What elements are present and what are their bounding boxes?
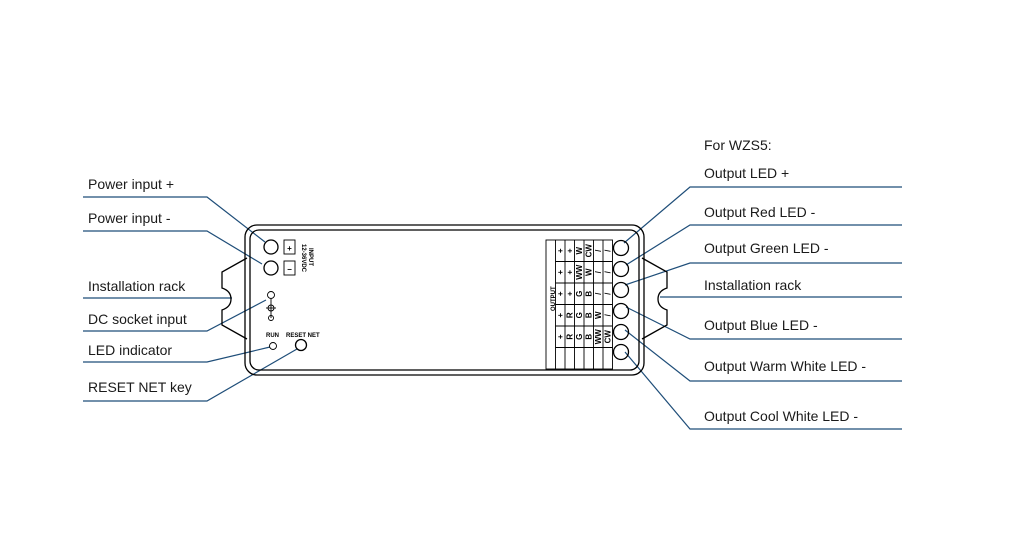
output-table-cell: + xyxy=(556,313,565,318)
output-table-cell: + xyxy=(565,291,574,296)
terminal-power-plus xyxy=(263,239,279,255)
label-output-led-plus: Output LED + xyxy=(704,165,789,181)
output-table-cell: + xyxy=(556,291,565,296)
terminal-output-warm-white xyxy=(612,323,630,341)
output-table-cell: W xyxy=(584,268,593,276)
led-indicator-icon xyxy=(269,342,277,350)
output-table-cell: WW xyxy=(594,329,603,345)
output-table-cell: / xyxy=(603,249,612,252)
output-table-cell: R xyxy=(565,334,574,340)
output-table-cell: + xyxy=(556,334,565,339)
dc-socket-icon xyxy=(267,291,275,299)
mounting-ear-right xyxy=(641,257,668,340)
dc-socket-base xyxy=(268,315,274,321)
reset-net-text: RESET NET xyxy=(286,333,320,339)
leader-dc-socket-input xyxy=(83,299,267,332)
label-reset-net-key: RESET NET key xyxy=(88,379,192,395)
mounting-ear-left xyxy=(221,257,248,340)
polarity-minus-box xyxy=(283,260,296,276)
output-table-cell: W xyxy=(594,311,603,319)
terminal-output-green xyxy=(612,281,630,299)
controller-casing-inner xyxy=(249,229,640,371)
leader-output-red xyxy=(625,224,902,266)
output-table-cell: / xyxy=(594,292,603,295)
label-output-cool-white: Output Cool White LED - xyxy=(704,408,858,424)
polarity-plus-sign: + xyxy=(287,244,292,253)
output-table-cell: R xyxy=(565,312,574,318)
output-text-group: OUTPUT xyxy=(551,286,557,311)
label-for-wzs5: For WZS5: xyxy=(704,137,772,153)
terminal-output-blue xyxy=(612,302,630,320)
label-dc-socket-input: DC socket input xyxy=(88,311,187,327)
output-table-cell: / xyxy=(594,270,603,273)
reset-net-button xyxy=(294,338,308,352)
leader-output-led-plus xyxy=(623,186,902,244)
output-table-cell: WW xyxy=(575,264,584,280)
leader-output-cool-white xyxy=(624,351,902,430)
output-table-cell: B xyxy=(584,334,593,340)
terminal-power-minus xyxy=(263,260,279,276)
output-table-cell: / xyxy=(603,292,612,295)
terminal-output-plus xyxy=(612,239,630,257)
run-text: RUN xyxy=(266,333,279,339)
output-table-cell: B xyxy=(584,291,593,297)
output-table-cell: CW xyxy=(603,330,612,344)
leader-output-blue xyxy=(625,306,902,340)
label-output-green: Output Green LED - xyxy=(704,240,829,256)
terminal-output-cool-white xyxy=(612,343,630,361)
output-table-cell: + xyxy=(565,270,574,275)
output-table-cell: + xyxy=(556,248,565,253)
terminal-output-red xyxy=(612,260,630,278)
leader-power-input-plus xyxy=(83,196,266,243)
polarity-minus-sign: − xyxy=(287,265,292,274)
label-output-red: Output Red LED - xyxy=(704,204,816,220)
leader-output-green xyxy=(624,262,902,286)
label-installation-rack-left: Installation rack xyxy=(88,278,186,294)
output-table-cell: / xyxy=(594,249,603,252)
label-installation-rack-right: Installation rack xyxy=(704,277,802,293)
input-voltage-text: 12-36VDC xyxy=(300,244,306,273)
output-table-cell: G xyxy=(575,291,584,297)
leader-reset-net-key xyxy=(83,348,298,402)
leader-led-indicator xyxy=(83,346,271,363)
controller-casing xyxy=(244,224,645,376)
label-led-indicator: LED indicator xyxy=(88,342,172,358)
label-output-blue: Output Blue LED - xyxy=(704,317,818,333)
input-text: INPUT xyxy=(307,248,313,266)
output-table-cell: / xyxy=(603,313,612,316)
label-output-warm-white: Output Warm White LED - xyxy=(704,358,866,374)
leader-power-input-minus xyxy=(83,230,263,265)
output-table-cell: + xyxy=(556,270,565,275)
output-table-cell: G xyxy=(575,334,584,340)
output-table-cell: + xyxy=(565,248,574,253)
output-table-cell: W xyxy=(575,247,584,255)
label-power-input-minus: Power input - xyxy=(88,210,171,226)
leader-output-warm-white xyxy=(624,329,902,382)
label-power-input-plus: Power input + xyxy=(88,176,174,192)
output-table-cell: B xyxy=(584,312,593,318)
output-table-cell: / xyxy=(603,270,612,273)
output-text: OUTPUT xyxy=(551,286,557,311)
polarity-plus-box xyxy=(283,239,296,255)
output-table-cell: CW xyxy=(584,244,593,258)
input-rating-text: 12-36VDC INPUT xyxy=(300,244,313,273)
output-table-cell: G xyxy=(575,312,584,318)
